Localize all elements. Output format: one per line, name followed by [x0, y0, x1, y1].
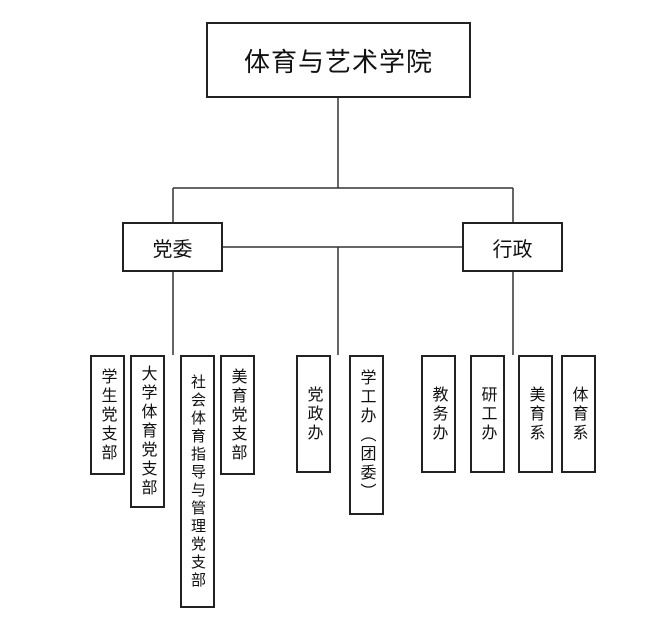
unit-dz-label: 党政办 [304, 385, 324, 443]
unit-tyx-label: 体育系 [569, 385, 589, 443]
unit-myx-box: 美育系 [518, 355, 553, 473]
unit-xg-label: 学工办（团委） [357, 368, 377, 502]
branch-admin-label: 行政 [492, 236, 533, 261]
unit-my-box: 美育党支部 [220, 355, 255, 475]
unit-dx-label: 大学体育党支部 [138, 365, 158, 498]
unit-tyx-box: 体育系 [561, 355, 596, 473]
unit-xs-label: 学生党支部 [98, 367, 118, 463]
unit-jw-box: 教务办 [421, 355, 456, 473]
unit-yg-label: 研工办 [478, 385, 498, 443]
branch-admin-box: 行政 [462, 222, 563, 272]
unit-my-label: 美育党支部 [228, 367, 248, 463]
unit-sh-label: 社会体育指导与管理党支部 [189, 373, 207, 590]
unit-xs-box: 学生党支部 [90, 355, 125, 475]
branch-party-box: 党委 [122, 222, 223, 272]
unit-xg-box: 学工办（团委） [349, 355, 384, 515]
root-label: 体育与艺术学院 [243, 47, 433, 78]
unit-dz-box: 党政办 [296, 355, 331, 473]
unit-sh-box: 社会体育指导与管理党支部 [180, 355, 215, 608]
unit-yg-box: 研工办 [470, 355, 505, 473]
unit-myx-label: 美育系 [526, 385, 546, 443]
branch-party-label: 党委 [152, 236, 193, 261]
unit-jw-label: 教务办 [429, 385, 449, 443]
unit-dx-box: 大学体育党支部 [130, 355, 165, 508]
root-box: 体育与艺术学院 [206, 22, 471, 98]
